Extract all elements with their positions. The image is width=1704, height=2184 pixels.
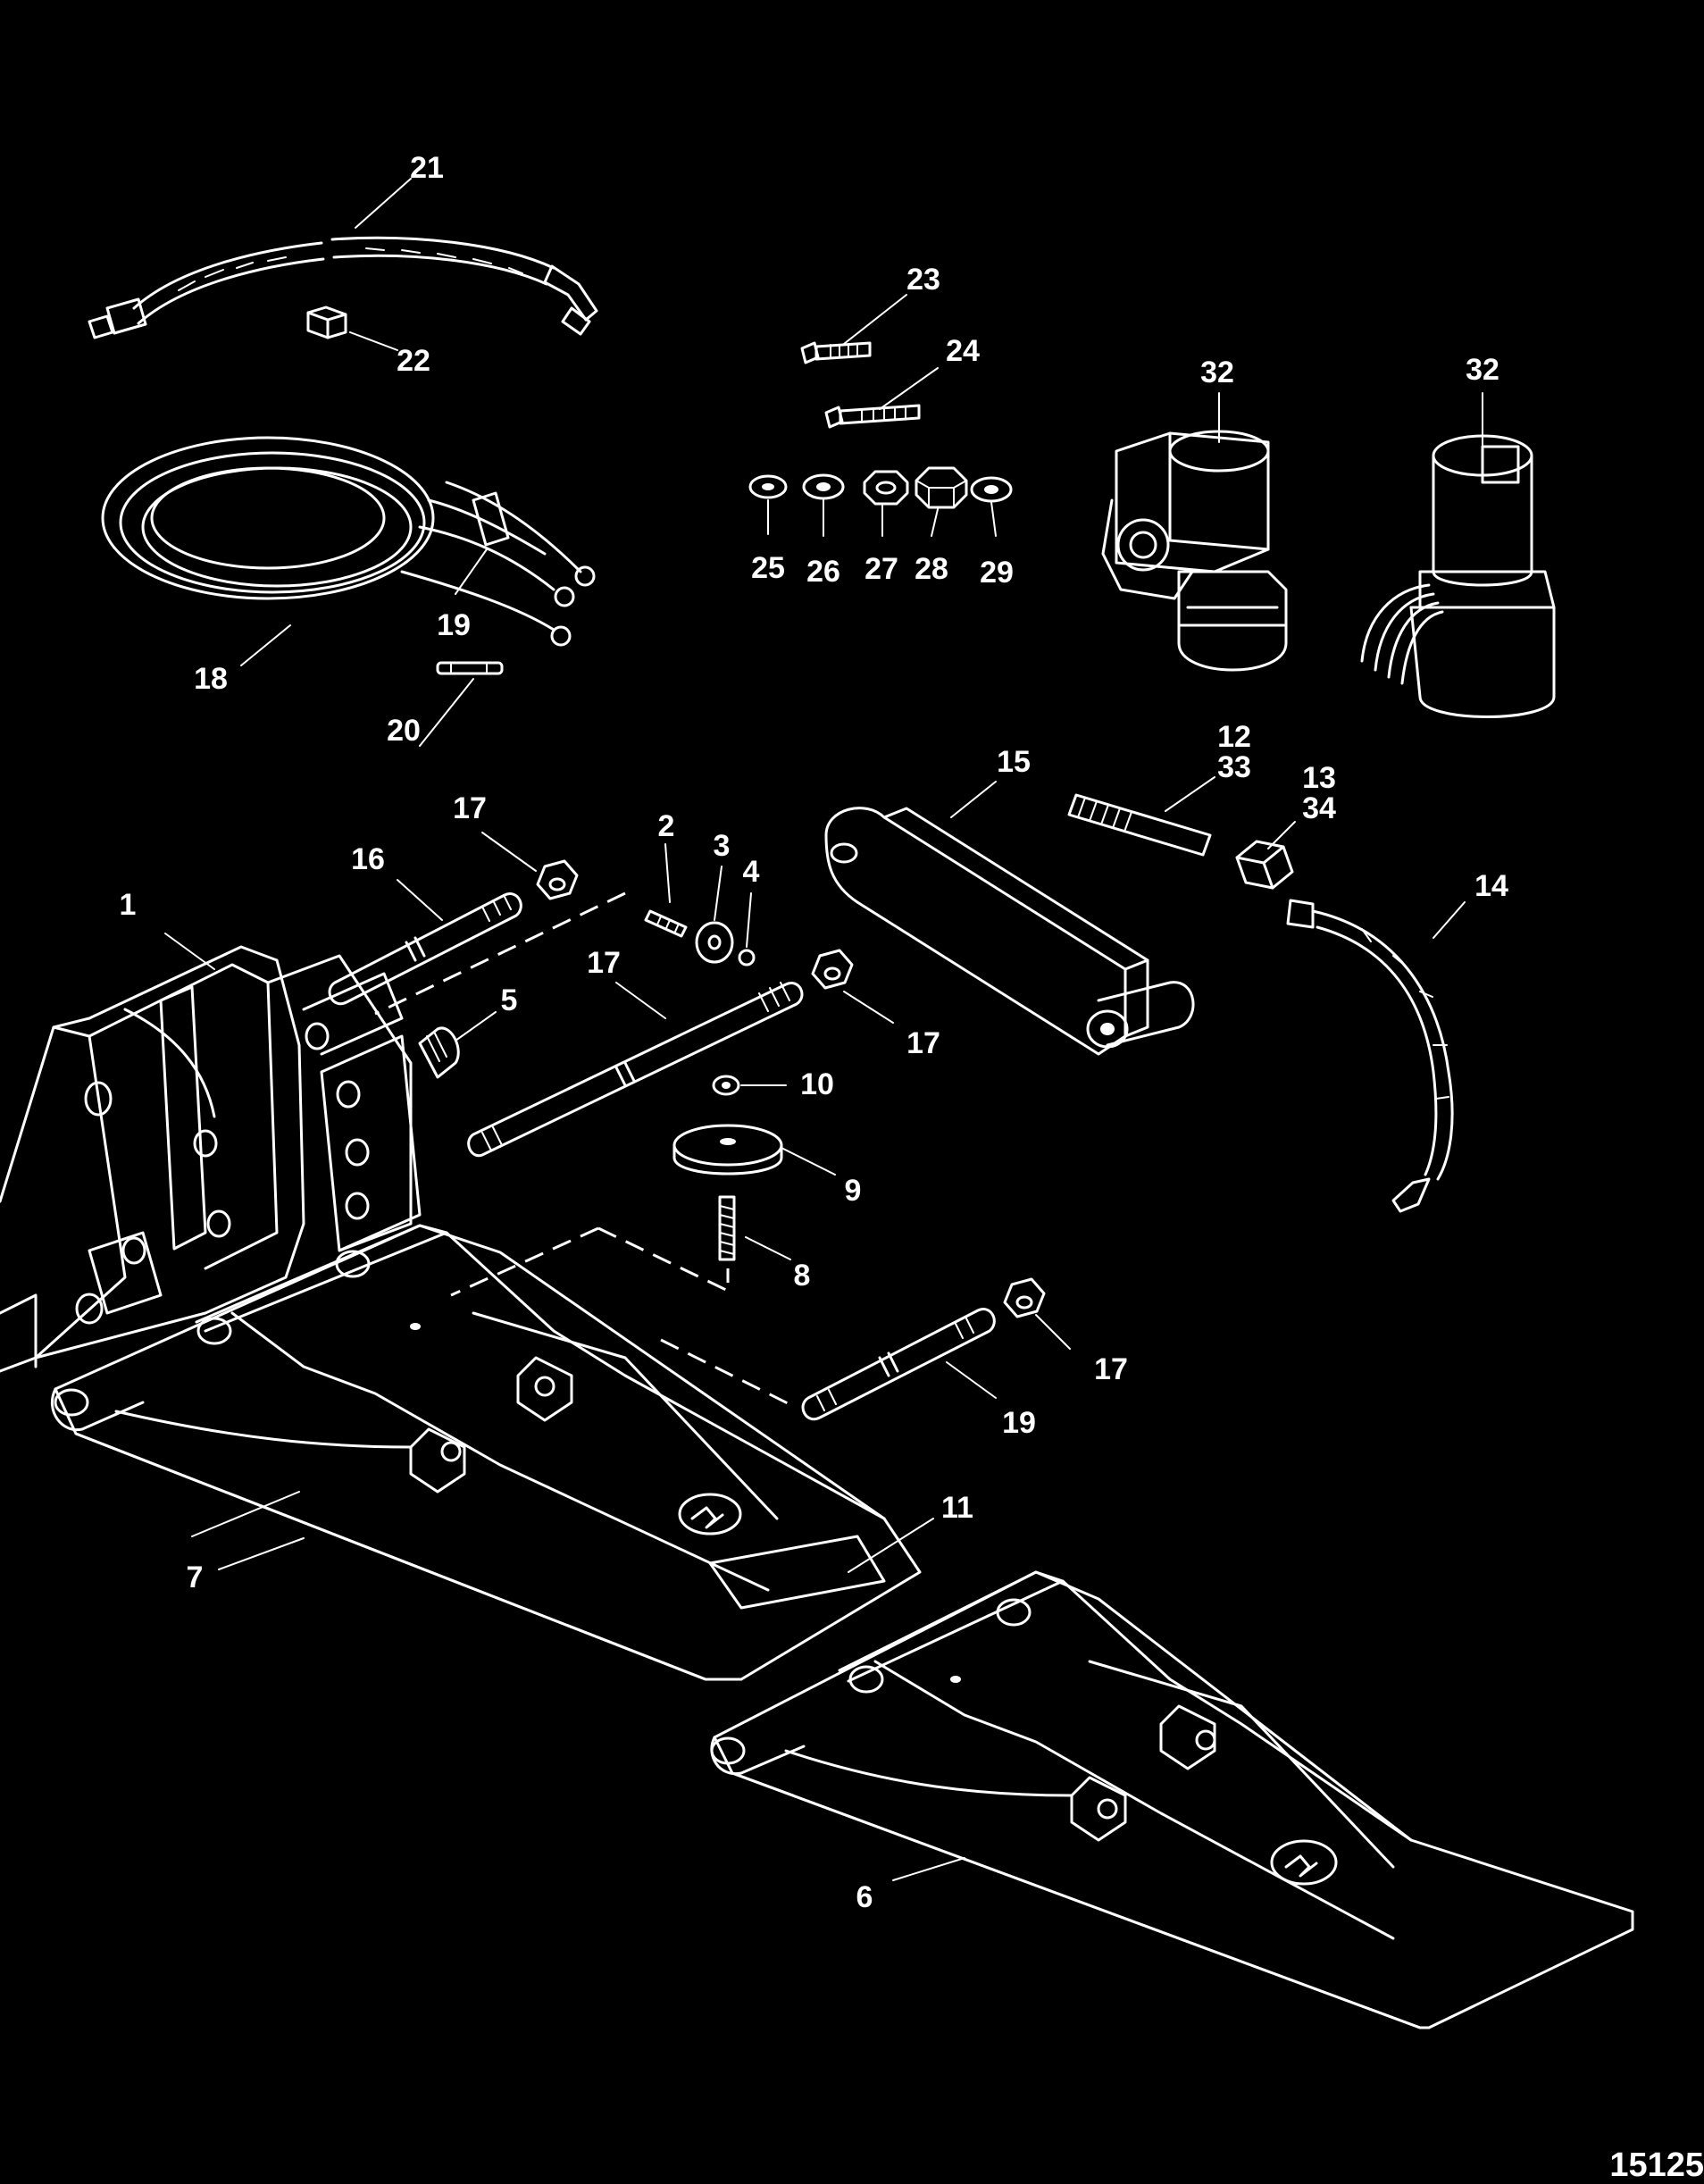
nut-13-34 xyxy=(1235,840,1294,890)
callout-6: 6 xyxy=(856,1880,873,1914)
callout-15: 15 xyxy=(997,745,1031,779)
plug-5 xyxy=(418,1026,460,1079)
callout-1: 1 xyxy=(119,888,137,922)
washer-31 xyxy=(970,476,1013,503)
callout-4: 4 xyxy=(742,855,760,889)
fitting-nut-24 xyxy=(306,305,347,339)
pin-16 xyxy=(328,892,522,1006)
callout-13-34: 13 34 xyxy=(1302,761,1336,825)
decal-11 xyxy=(708,1535,886,1610)
bolt-26 xyxy=(824,404,921,429)
callout-19: 19 xyxy=(1002,1406,1036,1440)
callout-18: 17 xyxy=(587,946,621,980)
callout-24: 22 xyxy=(397,344,430,378)
nut-17-b xyxy=(811,949,854,990)
callout-11: 11 xyxy=(941,1491,973,1525)
stud-8 xyxy=(718,1195,736,1261)
hydraulic-hose-23 xyxy=(88,236,598,339)
callout-8: 8 xyxy=(793,1259,811,1293)
transom-bracket-1 xyxy=(0,945,422,1373)
pump-motor-32-left xyxy=(1101,430,1288,672)
callout-9: 9 xyxy=(844,1174,862,1208)
nut-29 xyxy=(863,470,909,506)
fuse-22 xyxy=(436,661,504,675)
callout-25: 23 xyxy=(906,263,940,297)
washer-27 xyxy=(748,474,788,499)
callout-23: 21 xyxy=(410,151,444,185)
nut-30 xyxy=(915,466,968,509)
nut-4 xyxy=(738,949,756,966)
connector-21 xyxy=(472,491,510,547)
callout-27: 25 xyxy=(751,551,785,585)
washer-28 xyxy=(802,473,845,500)
figure-number: 15125 xyxy=(1609,2146,1704,2184)
callout-10: 10 xyxy=(800,1067,834,1101)
callout-30: 28 xyxy=(915,552,948,586)
callout-32-right: 32 xyxy=(1466,353,1499,387)
callout-16: 16 xyxy=(351,842,385,876)
washer-3 xyxy=(695,921,734,964)
assembly-lines xyxy=(374,891,796,1409)
callout-32-left: 32 xyxy=(1200,356,1234,389)
callout-21: 19 xyxy=(437,608,471,642)
callout-26: 24 xyxy=(946,334,980,368)
callout-17-a: 17 xyxy=(453,791,487,825)
callout-17-c: 17 xyxy=(1094,1352,1128,1386)
trim-tab-6 xyxy=(710,1570,1634,2029)
callout-14: 14 xyxy=(1474,869,1508,903)
callout-7: 7 xyxy=(186,1561,204,1594)
pump-motor-32-right xyxy=(1360,434,1556,718)
callout-29: 27 xyxy=(865,552,898,586)
nut-17-a xyxy=(536,859,579,900)
callout-22: 20 xyxy=(387,714,421,748)
trim-tab-7 xyxy=(50,1224,922,1681)
bolt-25 xyxy=(800,341,872,364)
trim-cylinder-15 xyxy=(824,807,1195,1056)
screw-2 xyxy=(644,909,688,938)
callout-31: 29 xyxy=(980,556,1014,590)
pin-18 xyxy=(467,982,804,1158)
hydraulic-hose-14 xyxy=(1286,899,1454,1213)
stud-12-33 xyxy=(1067,793,1212,857)
pin-19 xyxy=(801,1308,996,1421)
nut-10 xyxy=(712,1075,740,1096)
washer-9 xyxy=(672,1124,783,1176)
callout-12-33: 12 33 xyxy=(1217,720,1251,784)
leader-lines xyxy=(164,178,1483,1881)
callout-20: 18 xyxy=(194,662,228,696)
callout-3: 3 xyxy=(713,829,731,863)
callout-5: 5 xyxy=(500,983,518,1017)
callout-2: 2 xyxy=(657,809,675,843)
callout-17-b: 17 xyxy=(906,1026,940,1060)
callout-28: 26 xyxy=(806,555,840,589)
wiring-harness-20 xyxy=(101,436,596,647)
nut-17-c xyxy=(1003,1277,1046,1318)
